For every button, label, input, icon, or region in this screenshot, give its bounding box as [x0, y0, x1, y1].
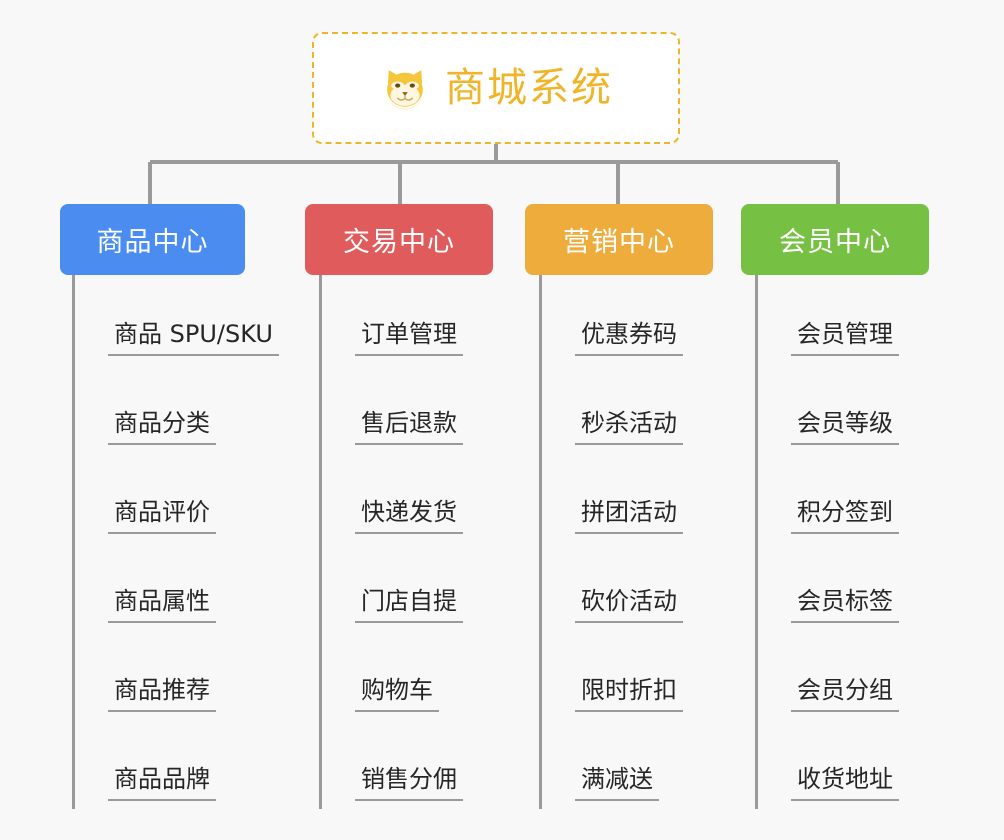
branch-header-0[interactable]: 商品中心 — [60, 204, 245, 275]
leaf-label: 会员分组 — [791, 676, 899, 712]
leaf-item[interactable]: 收货地址 — [791, 720, 947, 809]
leaf-label: 秒杀活动 — [575, 409, 683, 445]
leaf-item[interactable]: 商品推荐 — [108, 631, 260, 720]
leaf-list-0: 商品 SPU/SKU 商品分类 商品评价 商品属性 商品推荐 商品品牌 — [72, 275, 279, 809]
leaf-label: 满减送 — [575, 765, 659, 801]
leaf-item[interactable]: 限时折扣 — [575, 631, 729, 720]
branch-header-3[interactable]: 会员中心 — [741, 204, 929, 275]
leaf-label: 积分签到 — [791, 498, 899, 534]
leaf-label: 快递发货 — [355, 498, 463, 534]
leaf-item[interactable]: 售后退款 — [355, 364, 511, 453]
leaf-label: 商品评价 — [108, 498, 216, 534]
branch-columns: 商品中心 商品 SPU/SKU 商品分类 商品评价 商品属性 商品推荐 — [0, 204, 1004, 840]
shiba-dog-face-icon — [387, 70, 423, 110]
branch-header-label-3: 会员中心 — [779, 227, 891, 258]
leaf-label: 优惠券码 — [575, 320, 683, 356]
leaf-item[interactable]: 秒杀活动 — [575, 364, 729, 453]
leaf-item[interactable]: 商品分类 — [108, 364, 260, 453]
leaf-item[interactable]: 门店自提 — [355, 542, 511, 631]
leaf-item[interactable]: 订单管理 — [355, 275, 511, 364]
branch-header-label-2: 营销中心 — [563, 227, 675, 258]
leaf-list-1: 订单管理 售后退款 快递发货 门店自提 购物车 销售分佣 — [319, 275, 511, 809]
leaf-label: 门店自提 — [355, 587, 463, 623]
leaf-list-3: 会员管理 会员等级 积分签到 会员标签 会员分组 收货地址 — [755, 275, 947, 809]
branch-header-1[interactable]: 交易中心 — [305, 204, 493, 275]
branch-header-2[interactable]: 营销中心 — [525, 204, 713, 275]
leaf-item[interactable]: 砍价活动 — [575, 542, 729, 631]
leaf-item[interactable]: 商品评价 — [108, 453, 260, 542]
leaf-item[interactable]: 商品属性 — [108, 542, 260, 631]
leaf-item[interactable]: 销售分佣 — [355, 720, 511, 809]
leaf-label: 订单管理 — [355, 320, 463, 356]
leaf-item[interactable]: 购物车 — [355, 631, 511, 720]
branch-header-label-0: 商品中心 — [96, 227, 209, 258]
leaf-label: 砍价活动 — [575, 587, 683, 623]
branch-header-label-1: 交易中心 — [343, 227, 455, 258]
leaf-item[interactable]: 商品品牌 — [108, 720, 260, 809]
leaf-label: 限时折扣 — [575, 676, 683, 712]
leaf-item[interactable]: 拼团活动 — [575, 453, 729, 542]
branch-column-1: 交易中心 订单管理 售后退款 快递发货 门店自提 购物车 — [291, 204, 511, 809]
leaf-label: 销售分佣 — [355, 765, 463, 801]
leaf-item[interactable]: 会员分组 — [791, 631, 947, 720]
branch-column-3: 会员中心 会员管理 会员等级 积分签到 会员标签 会员分组 — [727, 204, 947, 809]
leaf-item[interactable]: 优惠券码 — [575, 275, 729, 364]
leaf-item[interactable]: 会员等级 — [791, 364, 947, 453]
leaf-label: 商品 SPU/SKU — [108, 320, 279, 356]
leaf-label: 商品品牌 — [108, 765, 216, 801]
leaf-label: 会员标签 — [791, 587, 899, 623]
leaf-label: 收货地址 — [791, 765, 899, 801]
leaf-item[interactable]: 快递发货 — [355, 453, 511, 542]
leaf-label: 商品分类 — [108, 409, 216, 445]
branch-column-2: 营销中心 优惠券码 秒杀活动 拼团活动 砍价活动 限时折扣 — [509, 204, 729, 809]
leaf-item[interactable]: 商品 SPU/SKU — [108, 275, 279, 364]
branch-column-0: 商品中心 商品 SPU/SKU 商品分类 商品评价 商品属性 商品推荐 — [40, 204, 279, 809]
leaf-label: 商品推荐 — [108, 676, 216, 712]
leaf-item[interactable]: 会员标签 — [791, 542, 947, 631]
leaf-item[interactable]: 会员管理 — [791, 275, 947, 364]
leaf-label: 拼团活动 — [575, 498, 683, 534]
leaf-label: 购物车 — [355, 676, 439, 712]
leaf-item[interactable]: 满减送 — [575, 720, 729, 809]
leaf-label: 商品属性 — [108, 587, 216, 623]
leaf-list-2: 优惠券码 秒杀活动 拼团活动 砍价活动 限时折扣 满减送 — [539, 275, 729, 809]
leaf-label: 会员管理 — [791, 320, 899, 356]
leaf-label: 售后退款 — [355, 409, 463, 445]
root-node-商城系统[interactable]: 商城系统 — [312, 32, 680, 144]
leaf-label: 会员等级 — [791, 409, 899, 445]
leaf-item[interactable]: 积分签到 — [791, 453, 947, 542]
root-title: 商城系统 — [445, 65, 613, 111]
